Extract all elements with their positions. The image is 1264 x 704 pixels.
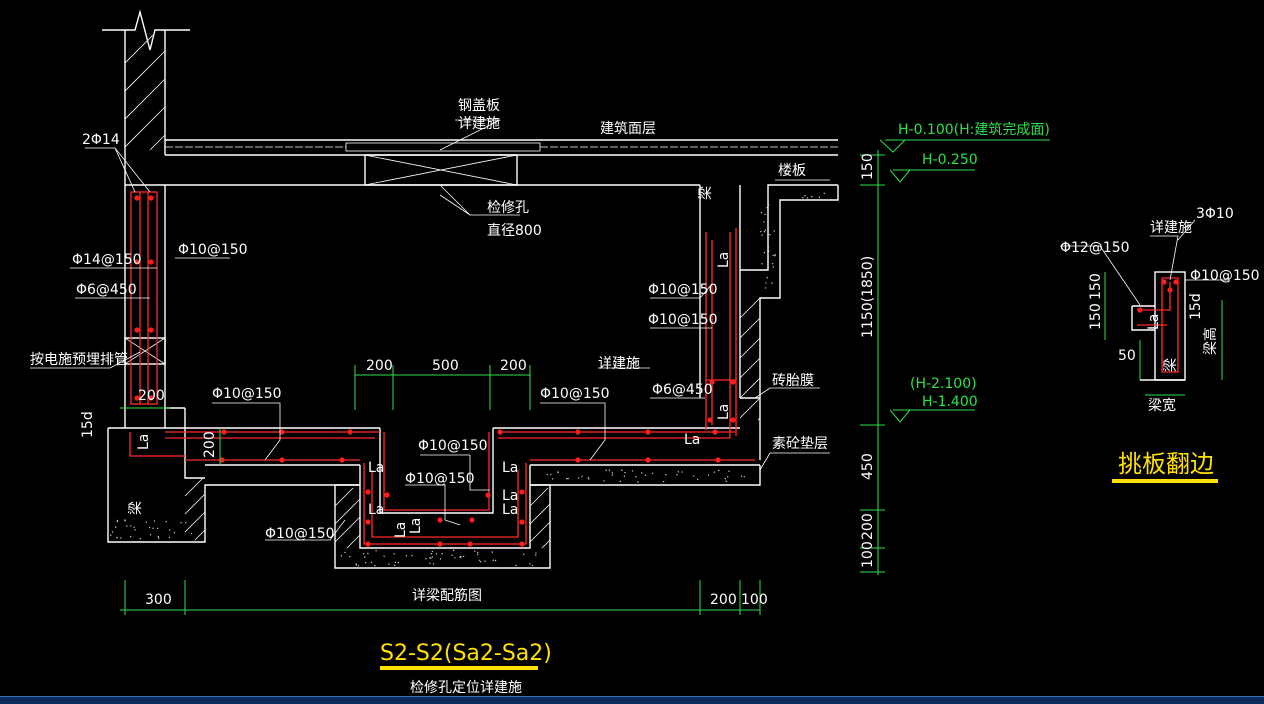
dim-200-bot: 200: [710, 592, 737, 608]
label-pit-rebar-2: Φ10@150: [405, 471, 475, 487]
label-right-rebar-1: Φ10@150: [648, 282, 718, 298]
dim-450: 450: [860, 453, 876, 480]
dim-200-vert: 200: [202, 431, 218, 458]
detail-label-la: La: [1146, 314, 1162, 330]
dim-500: 500: [432, 358, 459, 374]
dim-100-low: 100: [860, 541, 876, 568]
label-left-rebar: Φ14@150: [72, 252, 142, 268]
label-right-tie: Φ6@450: [652, 382, 713, 398]
label-la-9: La: [716, 252, 732, 268]
label-left-tie: Φ6@450: [76, 282, 137, 298]
detail-label-top: 3Φ10: [1196, 206, 1234, 222]
label-floor-slab: 楼板: [778, 163, 806, 179]
label-la-1: La: [136, 434, 152, 450]
elev-bottom-2: H-1.400: [922, 394, 978, 410]
label-la-5: La: [502, 488, 518, 504]
concrete-texture: [110, 192, 825, 567]
label-base-rebar-right: Φ10@150: [540, 386, 610, 402]
label-finish-layer: 建筑面层: [600, 121, 656, 137]
wall-hatch: [124, 34, 761, 549]
dim-200-left: 200: [138, 388, 165, 404]
label-beam-top: 梁: [698, 186, 714, 200]
label-top-rebar: 2Φ14: [82, 132, 120, 148]
detail-label-beam: 梁: [1163, 358, 1179, 372]
detail-dim-50: 50: [1118, 348, 1136, 364]
label-base-rebar-bottom: Φ10@150: [265, 526, 335, 542]
dim-1150: 1150(1850): [860, 256, 876, 338]
label-see-arch: 详建施: [598, 356, 640, 372]
elev-finish: H-0.100(H:建筑完成面): [898, 122, 1050, 138]
label-pipe-note: 按电施预埋排管: [30, 352, 128, 368]
drawing-subtitle: 检修孔定位详建施: [410, 680, 522, 696]
label-inspection-hole: 检修孔: [487, 200, 529, 216]
drawing-title: S2-S2(Sa2-Sa2): [380, 641, 552, 666]
dim-200-a: 200: [366, 358, 393, 374]
label-base-rebar-left: Φ10@150: [212, 386, 282, 402]
label-steel-cover: 钢盖板: [458, 98, 500, 114]
detail-label-left: Φ12@150: [1060, 240, 1130, 256]
label-la-11: La: [393, 522, 409, 538]
concrete-outline: [102, 9, 839, 569]
label-la-8: La: [684, 432, 700, 448]
label-la-2: La: [368, 460, 384, 476]
status-bar: [0, 696, 1264, 704]
leader-lines: [30, 119, 830, 541]
detail-label-15d: 15d: [1188, 293, 1204, 320]
label-la-6: La: [502, 502, 518, 518]
dim-300: 300: [145, 592, 172, 608]
label-brick-membrane: 砖胎膜: [772, 373, 814, 389]
label-plain-concrete: 素砼垫层: [772, 436, 828, 452]
label-right-rebar-2: Φ10@150: [648, 312, 718, 328]
dim-150-right: 150: [860, 153, 876, 180]
detail-dim-150-a: 150: [1088, 273, 1104, 300]
detail-upturn: Φ12@150 Φ10@150 详建施 3Φ10 150 150 50 15d …: [1060, 206, 1260, 483]
rebar-dots: [134, 195, 736, 547]
detail-label-beam-width: 梁宽: [1148, 397, 1176, 414]
label-steel-cover-ref: 详建施: [458, 116, 500, 132]
detail-label-beam-height: 梁高: [1202, 327, 1219, 355]
label-pit-rebar-1: Φ10@150: [418, 438, 488, 454]
dim-100-bot: 100: [741, 592, 768, 608]
elev-bottom-1: (H-2.100): [910, 376, 977, 392]
label-left-stirrup: Φ10@150: [178, 242, 248, 258]
label-beam-bottom: 梁: [128, 501, 144, 515]
label-la-3: La: [368, 502, 384, 518]
elev-slab: H-0.250: [922, 152, 978, 168]
label-hole-diameter: 直径800: [487, 222, 542, 239]
dim-200-low: 200: [860, 513, 876, 540]
label-la-4: La: [502, 460, 518, 476]
detail-dim-150-b: 150: [1088, 303, 1104, 330]
label-beam-rebar-note: 详梁配筋图: [412, 587, 482, 604]
detail-label-right: Φ10@150: [1190, 268, 1260, 284]
detail-label-see: 详建施: [1150, 220, 1192, 236]
dimension-lines: [120, 139, 1050, 615]
dim-200-b: 200: [500, 358, 527, 374]
detail-title: 挑板翻边: [1118, 450, 1214, 478]
label-la-10: La: [716, 404, 732, 420]
label-lap-15d: 15d: [80, 411, 96, 438]
label-la-7: La: [408, 518, 424, 534]
